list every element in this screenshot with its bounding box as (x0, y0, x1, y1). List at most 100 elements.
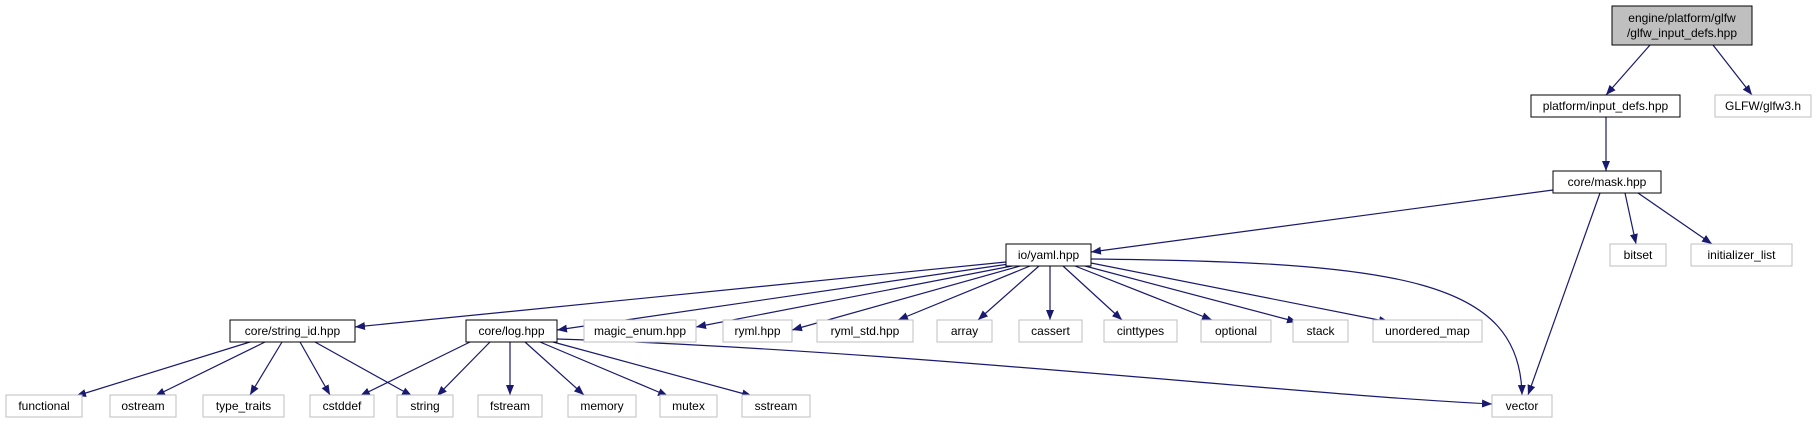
node-glfw3: GLFW/glfw3.h (1714, 94, 1812, 118)
edge-core-log-to-mutex (539, 341, 669, 397)
node-platform-input-defs[interactable]: platform/input_defs.hpp (1530, 94, 1681, 118)
node-box (583, 319, 697, 343)
edge-io-yaml-to-unordered-map (1090, 262, 1390, 324)
nodes-layer: engine/platform/glfw/glfw_input_defs.hpp… (5, 5, 1812, 418)
edge-core-log-to-string (436, 341, 491, 397)
node-label: core/mask.hpp (1568, 175, 1647, 189)
edge-io-yaml-to-cinttypes (1062, 265, 1123, 321)
node-label: platform/input_defs.hpp (1543, 99, 1669, 113)
node-box (465, 319, 558, 343)
node-box (477, 394, 543, 418)
node-label: optional (1215, 324, 1257, 338)
edge-core-mask-to-initializer-list (1637, 192, 1713, 245)
edge-core-string-id-to-cstddef (299, 341, 331, 396)
node-stack: stack (1292, 319, 1349, 343)
edge-core-string-id-to-functional (75, 341, 251, 397)
node-label: type_traits (216, 399, 271, 413)
node-functional: functional (5, 394, 83, 418)
node-box (1714, 94, 1812, 118)
node-label: cinttypes (1117, 324, 1164, 338)
node-label: vector (1506, 399, 1539, 413)
node-cstddef: cstddef (309, 394, 375, 418)
node-box (309, 394, 375, 418)
node-box (741, 394, 811, 418)
node-label: initializer_list (1707, 248, 1776, 262)
node-label: GLFW/glfw3.h (1725, 99, 1801, 113)
node-label: unordered_map (1385, 324, 1470, 338)
node-root[interactable]: engine/platform/glfw/glfw_input_defs.hpp (1611, 5, 1753, 46)
edge-io-yaml-to-magic-enum (695, 265, 1013, 330)
node-label: mutex (672, 399, 705, 413)
node-label: memory (580, 399, 623, 413)
edge-io-yaml-to-array (977, 265, 1040, 321)
edge-io-yaml-to-stack (1084, 265, 1298, 324)
node-box (396, 394, 454, 418)
node-label: cassert (1031, 324, 1070, 338)
node-label: engine/platform/glfw (1628, 11, 1736, 25)
edge-io-yaml-to-vector (1090, 258, 1526, 396)
node-label: bitset (1624, 248, 1653, 262)
node-bitset: bitset (1609, 243, 1667, 267)
node-label: cstddef (323, 399, 362, 413)
edge-io-yaml-to-core-log (556, 263, 1010, 333)
node-label: magic_enum.hpp (594, 324, 686, 338)
node-box (1292, 319, 1349, 343)
edge-io-yaml-to-ryml-std (897, 265, 1031, 321)
edge-io-yaml-to-ryml (791, 265, 1021, 332)
edge-io-yaml-to-optional (1074, 265, 1213, 321)
node-type-traits: type_traits (202, 394, 285, 418)
node-string: string (396, 394, 454, 418)
edge-core-log-to-cstddef (359, 341, 471, 397)
node-box (1103, 319, 1178, 343)
node-label: /glfw_input_defs.hpp (1627, 26, 1737, 40)
node-core-log[interactable]: core/log.hpp (465, 319, 558, 343)
node-cinttypes: cinttypes (1103, 319, 1178, 343)
node-label: functional (18, 399, 69, 413)
node-label: ryml_std.hpp (831, 324, 900, 338)
node-box (659, 394, 718, 418)
edge-core-log-to-memory (524, 341, 585, 396)
node-label: ostream (121, 399, 164, 413)
node-io-yaml[interactable]: io/yaml.hpp (1005, 243, 1092, 267)
node-box (109, 394, 177, 418)
edge-core-log-to-vector (556, 338, 1493, 408)
edge-core-mask-to-vector (1527, 192, 1601, 396)
node-cassert: cassert (1018, 319, 1083, 343)
node-initializer-list: initializer_list (1690, 243, 1793, 267)
node-box (229, 319, 356, 343)
node-box (1552, 170, 1662, 194)
node-core-mask[interactable]: core/mask.hpp (1552, 170, 1662, 194)
node-label: io/yaml.hpp (1018, 248, 1080, 262)
node-box (936, 319, 993, 343)
node-box (816, 319, 914, 343)
node-mutex: mutex (659, 394, 718, 418)
edge-core-mask-to-io-yaml (1090, 189, 1554, 255)
node-box (722, 319, 793, 343)
edge-core-string-id-to-type-traits (249, 341, 283, 396)
node-label: stack (1306, 324, 1335, 338)
node-label: fstream (490, 399, 530, 413)
node-box (1200, 319, 1272, 343)
edge-core-log-to-sstream (552, 341, 753, 398)
node-fstream: fstream (477, 394, 543, 418)
node-ryml: ryml.hpp (722, 319, 793, 343)
edges-layer (75, 44, 1753, 408)
node-label: string (410, 399, 439, 413)
node-label: sstream (755, 399, 798, 413)
node-vector: vector (1491, 394, 1553, 418)
node-label: array (951, 324, 978, 338)
node-magic-enum: magic_enum.hpp (583, 319, 697, 343)
edge-io-yaml-to-core-string-id (354, 261, 1007, 330)
edge-root-to-glfw3 (1712, 44, 1753, 96)
node-box (1491, 394, 1553, 418)
node-box (1690, 243, 1793, 267)
node-label: ryml.hpp (734, 324, 780, 338)
node-sstream: sstream (741, 394, 811, 418)
node-core-string-id[interactable]: core/string_id.hpp (229, 319, 356, 343)
node-box (1005, 243, 1092, 267)
node-box (1611, 5, 1753, 46)
node-label: core/string_id.hpp (245, 324, 341, 338)
edge-core-string-id-to-ostream (154, 341, 266, 397)
node-box (1372, 319, 1483, 343)
node-ryml-std: ryml_std.hpp (816, 319, 914, 343)
